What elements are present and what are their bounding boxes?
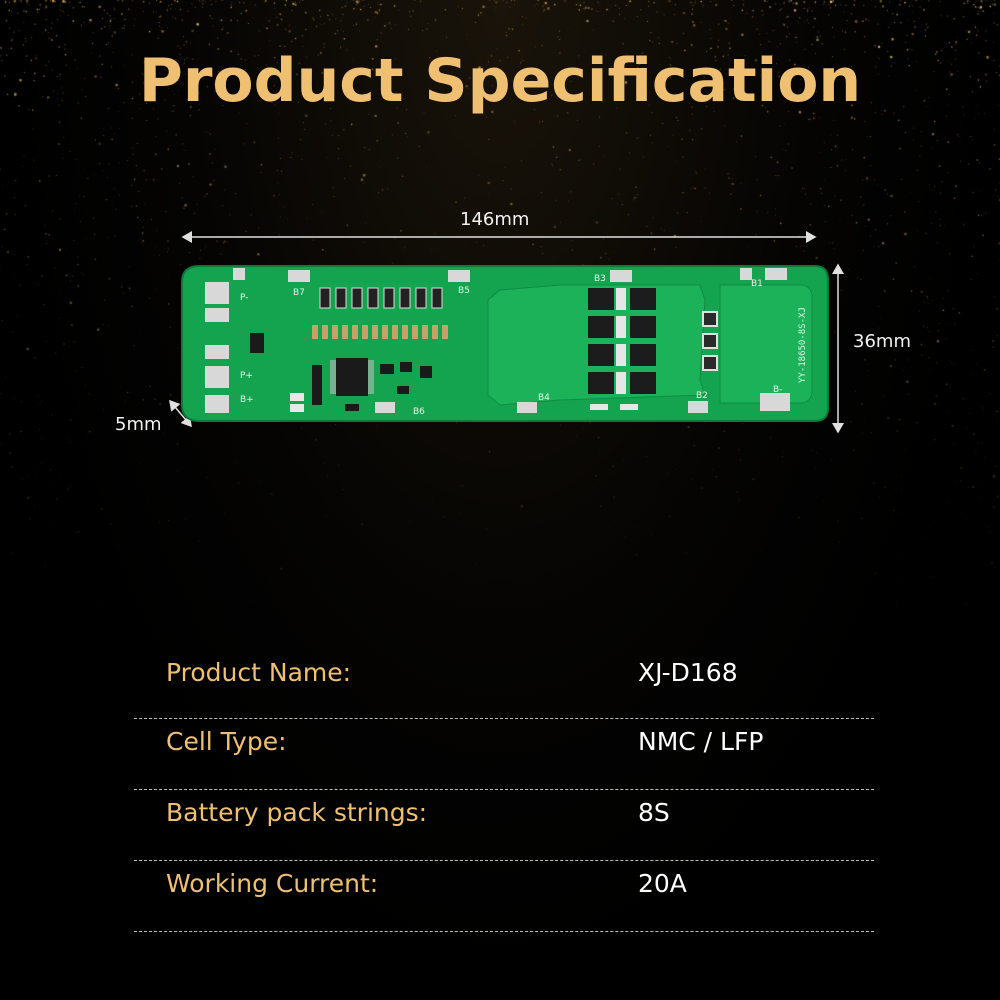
- pads: [205, 268, 790, 413]
- pad-p-minus: [205, 282, 229, 304]
- spec-row-cell-type: Cell Type: NMC / LFP: [134, 719, 874, 790]
- spec-label: Working Current:: [166, 869, 379, 898]
- pad-b-plus: [205, 395, 229, 413]
- svg-text:B2: B2: [696, 391, 708, 401]
- pad-b5: [448, 270, 470, 282]
- spec-row-product-name: Product Name: XJ-D168: [134, 648, 874, 719]
- spec-table: Product Name: XJ-D168 Cell Type: NMC / L…: [134, 648, 874, 932]
- board-model-print: YY-18650-8S-XJ: [798, 307, 808, 383]
- pad-b4: [517, 402, 537, 413]
- shunt-resistors: [702, 311, 718, 371]
- svg-text:P-: P-: [240, 293, 248, 303]
- svg-text:B7: B7: [293, 288, 305, 298]
- svg-text:B-: B-: [773, 385, 782, 395]
- pad-b-minus: [760, 393, 790, 411]
- page-title: Product Specification: [138, 46, 862, 116]
- spec-label: Product Name:: [166, 658, 352, 687]
- pad-b6: [375, 402, 395, 413]
- svg-text:B1: B1: [751, 279, 763, 289]
- svg-text:B6: B6: [413, 407, 425, 417]
- smd-row: [312, 325, 448, 339]
- pad-p-plus: [205, 345, 229, 359]
- pad-p-minus-2: [205, 308, 229, 322]
- pad-b1: [765, 268, 787, 280]
- height-dimension-label: 36mm: [853, 331, 911, 352]
- thickness-dimension-label: 5mm: [115, 414, 162, 435]
- pad-b7: [288, 270, 310, 282]
- pad-p-plus-2: [205, 366, 229, 388]
- thickness-arrow: [169, 399, 192, 428]
- svg-text:B+: B+: [240, 395, 254, 405]
- svg-text:B5: B5: [458, 286, 470, 296]
- spec-value: NMC / LFP: [638, 727, 764, 756]
- svg-text:B3: B3: [594, 274, 606, 284]
- pad-b2: [688, 401, 708, 413]
- spec-row-working-current: Working Current: 20A: [134, 861, 874, 932]
- small-ics: [312, 362, 432, 411]
- pad-b3: [610, 270, 632, 282]
- svg-text:B4: B4: [538, 393, 550, 403]
- mosfet-array: [588, 288, 656, 410]
- spec-value: XJ-D168: [638, 658, 738, 687]
- svg-text:P+: P+: [240, 371, 253, 381]
- spec-label: Cell Type:: [166, 727, 287, 756]
- spec-row-pack-strings: Battery pack strings: 8S: [134, 790, 874, 861]
- spec-value: 8S: [638, 798, 670, 827]
- width-dimension-label: 146mm: [460, 209, 530, 230]
- spec-label: Battery pack strings:: [166, 798, 428, 827]
- controller-ic: [250, 333, 374, 396]
- spec-value: 20A: [638, 869, 687, 898]
- pcb-outline: [181, 265, 829, 422]
- pad-labels: P- P+ B+ B- B1 B2 B3 B4 B5 B6 B7: [240, 274, 782, 417]
- resistor-array: [319, 287, 443, 309]
